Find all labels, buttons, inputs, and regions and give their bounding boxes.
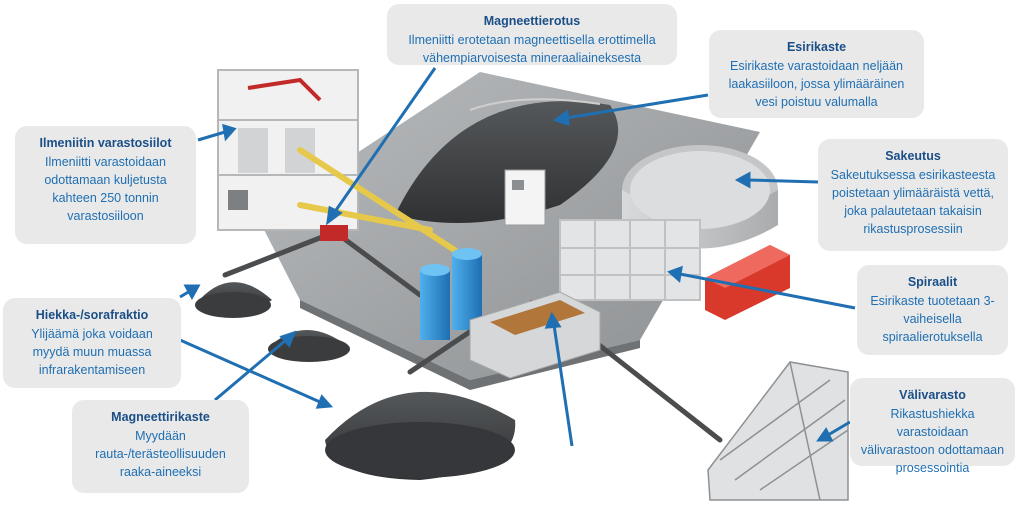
concrete-platform: [258, 72, 760, 390]
callout-hiekka-sorafraktio: Hiekka-/sorafraktio Ylijäämä joka voidaa…: [3, 298, 181, 388]
arrow-sakeutus: [747, 178, 819, 184]
arrow-magneettierotus: [332, 67, 437, 214]
arrow-spiraalit: [679, 272, 856, 310]
white-cabin: [504, 169, 546, 226]
callout-valivarasto-body: Rikastushiekka varastoidaan välivarastoo…: [860, 407, 1005, 475]
yellow-conveyors: [297, 147, 473, 263]
central-stockpile: [395, 98, 619, 223]
process-building: [469, 291, 601, 379]
callout-hiekka-body: Ylijäämä joka voidaan myydä muun muassa …: [31, 327, 153, 377]
callout-magneettirikaste-title: Magneettirikaste: [111, 410, 210, 424]
callout-ilmeniitin-title: Ilmeniitin varastosiilot: [39, 136, 172, 150]
callout-magneettirikaste-body: Myydään rauta-/terästeollisuuden raaka-a…: [95, 429, 226, 479]
arrow-ilmeniitti: [197, 130, 226, 142]
dark-conveyors: [222, 229, 723, 443]
sand-pile: [195, 282, 272, 318]
arrow-valivarasto: [827, 420, 851, 437]
callout-hiekka-title: Hiekka-/sorafraktio: [35, 308, 149, 322]
red-container: [705, 245, 790, 320]
interim-storage-roof: [707, 361, 849, 501]
large-pile: [325, 391, 516, 480]
callout-ilmeniitin-varastosiilot: Ilmeniitin varastosiilot Ilmeniitti vara…: [15, 126, 196, 244]
arrow-esirikaste: [565, 93, 709, 120]
callout-sakeutus-body: Sakeutuksessa esirikasteesta poistetaan …: [830, 168, 996, 236]
callout-spiraalit-body: Esirikaste tuotetaan 3-vaiheisella spira…: [870, 294, 995, 344]
callout-sakeutus: Sakeutus Sakeutuksessa esirikasteesta po…: [818, 139, 1008, 251]
callout-spiraalit: Spiraalit Esirikaste tuotetaan 3-vaiheis…: [857, 265, 1008, 355]
callout-magneettierotus: Magneettierotus Ilmeniitti erotetaan mag…: [387, 4, 677, 65]
arrow-center-up: [552, 324, 574, 447]
arrow-hiekka-large: [179, 338, 321, 404]
callout-magneettierotus-body: Ilmeniitti erotetaan magneettisella erot…: [408, 33, 656, 65]
callout-esirikaste-title: Esirikaste: [786, 40, 847, 54]
callout-spiraalit-title: Spiraalit: [907, 275, 958, 289]
callout-magneettierotus-title: Magneettierotus: [483, 14, 581, 28]
silo-tower: [217, 69, 359, 231]
callout-esirikaste: Esirikaste Esirikaste varastoidaan neljä…: [709, 30, 924, 118]
callout-esirikaste-body: Esirikaste varastoidaan neljään laakasii…: [728, 59, 905, 109]
callout-ilmeniitin-body: Ilmeniitti varastoidaan odottamaan kulje…: [44, 155, 167, 223]
callout-valivarasto-title: Välivarasto: [899, 388, 966, 402]
callout-arrows: [179, 67, 856, 447]
callout-sakeutus-title: Sakeutus: [885, 149, 941, 163]
spiral-plant-building: [559, 219, 701, 301]
callout-magneettirikaste: Magneettirikaste Myydään rauta-/terästeo…: [72, 400, 249, 493]
callout-valivarasto: Välivarasto Rikastushiekka varastoidaan …: [850, 378, 1015, 475]
